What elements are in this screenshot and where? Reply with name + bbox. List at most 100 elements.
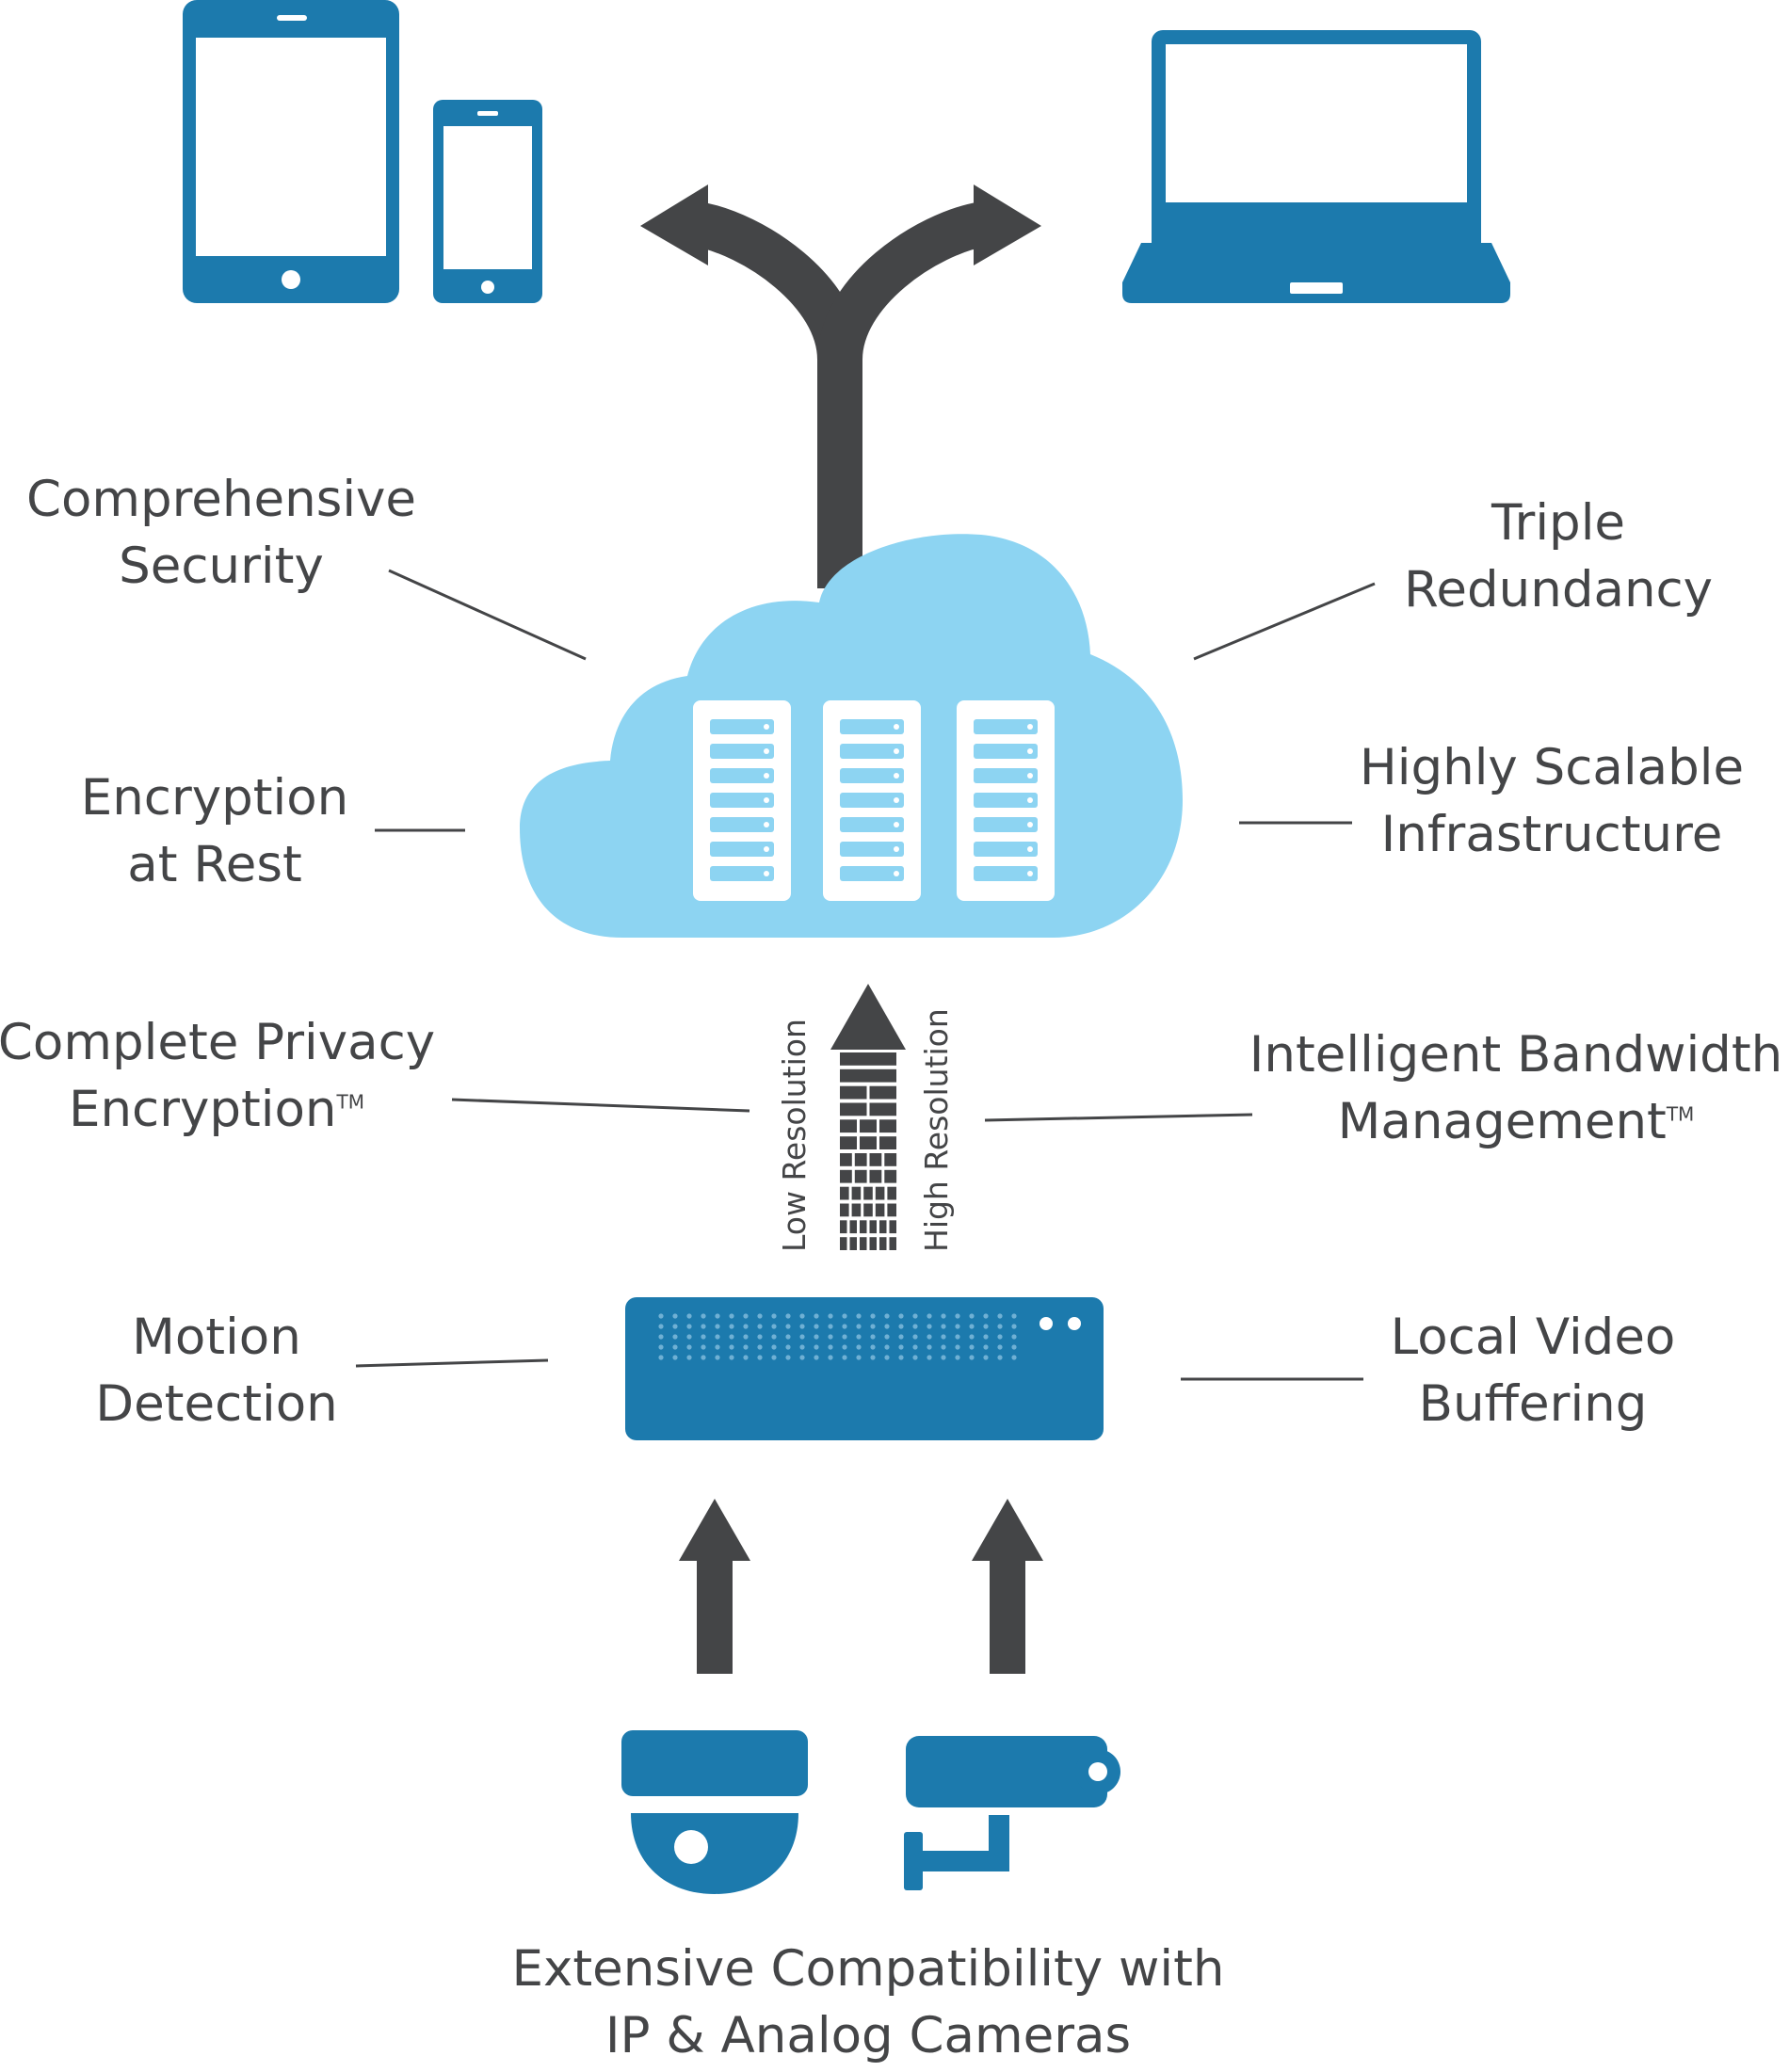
vent-dot: [941, 1324, 946, 1329]
vent-dot: [715, 1324, 720, 1329]
vent-dot: [969, 1344, 975, 1350]
stream-bar: [840, 1119, 857, 1133]
vent-dot: [842, 1355, 847, 1360]
vent-dot: [658, 1313, 664, 1319]
vent-dot: [701, 1344, 706, 1350]
vent-dot: [814, 1334, 819, 1340]
vent-dot: [658, 1334, 664, 1340]
stream-bar: [887, 1186, 896, 1200]
vent-dot: [969, 1334, 975, 1340]
vent-dot: [701, 1355, 706, 1360]
stream-bar: [840, 1203, 849, 1217]
vent-dot: [969, 1324, 975, 1329]
vent-dot: [672, 1313, 678, 1319]
vent-dot: [828, 1355, 833, 1360]
vent-dot: [898, 1334, 904, 1340]
stream-bar: [875, 1186, 885, 1200]
vent-dot: [997, 1313, 1003, 1319]
vent-dot: [983, 1355, 989, 1360]
vent-dot: [686, 1324, 692, 1329]
stream-bar: [879, 1136, 896, 1149]
vent-dot: [757, 1355, 763, 1360]
recorder-icon: [625, 1297, 1104, 1440]
vent-dot: [771, 1355, 777, 1360]
up-arrow-icon: [679, 1499, 750, 1674]
vent-dot: [729, 1324, 734, 1329]
vent-dot: [870, 1355, 876, 1360]
vent-dot: [870, 1324, 876, 1329]
local-video-buffering-label: Local Video Buffering: [1390, 1309, 1676, 1433]
vent-dot: [983, 1324, 989, 1329]
vent-dot: [686, 1313, 692, 1319]
vent-dot: [884, 1344, 890, 1350]
vent-dot: [997, 1334, 1003, 1340]
vent-dot: [729, 1334, 734, 1340]
vent-dot: [672, 1324, 678, 1329]
vent-dot: [743, 1313, 749, 1319]
vent-dot: [743, 1334, 749, 1340]
vent-dot: [1011, 1313, 1017, 1319]
vent-dot: [870, 1344, 876, 1350]
vent-dot: [686, 1355, 692, 1360]
leader-lines: [355, 569, 1376, 1381]
stream-bar: [875, 1203, 885, 1217]
stream-bar: [840, 1220, 847, 1234]
vent-dot: [997, 1355, 1003, 1360]
stream-bar: [851, 1186, 862, 1200]
stream-bar: [879, 1220, 887, 1234]
extensive-compatibility-label: Extensive Compatibility with IP & Analog…: [511, 1940, 1225, 2064]
vent-dot: [672, 1355, 678, 1360]
server-icon: [957, 700, 1055, 901]
comprehensive-security-label: Comprehensive Security: [25, 471, 417, 595]
triple-redundancy-label: Triple Redundancy: [1403, 494, 1714, 618]
stream-bar: [869, 1169, 882, 1183]
vent-dot: [686, 1344, 692, 1350]
stream-bar: [849, 1220, 857, 1234]
vent-dot: [927, 1355, 932, 1360]
vent-dot: [884, 1334, 890, 1340]
vent-dot: [898, 1344, 904, 1350]
vent-dot: [884, 1324, 890, 1329]
vent-dot: [955, 1324, 960, 1329]
vent-dot: [842, 1344, 847, 1350]
stream-bar: [863, 1186, 873, 1200]
vent-dot: [729, 1344, 734, 1350]
vent-dot: [785, 1313, 791, 1319]
vent-dot: [785, 1355, 791, 1360]
vent-dot: [969, 1313, 975, 1319]
vent-dot: [912, 1344, 918, 1350]
vent-dot: [743, 1324, 749, 1329]
vent-dot: [983, 1313, 989, 1319]
vent-dot: [799, 1324, 805, 1329]
stream-bar: [840, 1102, 867, 1116]
vent-dot: [898, 1355, 904, 1360]
stream-bar: [854, 1153, 867, 1166]
vent-dot: [828, 1324, 833, 1329]
vent-dot: [814, 1355, 819, 1360]
vent-dot: [912, 1334, 918, 1340]
vent-dot: [771, 1313, 777, 1319]
server-icon: [693, 700, 791, 901]
vent-dot: [757, 1324, 763, 1329]
stream-bar: [863, 1203, 873, 1217]
stream-bar: [884, 1153, 897, 1166]
phone-icon: [433, 100, 542, 303]
encryption-at-rest-label: Encryption at Rest: [80, 769, 349, 893]
stream-bar: [860, 1119, 877, 1133]
vent-dot: [941, 1334, 946, 1340]
vent-dot: [658, 1344, 664, 1350]
stream-bar: [860, 1237, 867, 1250]
vent-dot: [771, 1324, 777, 1329]
vent-dot: [1011, 1334, 1017, 1340]
stream-bar: [840, 1153, 852, 1166]
vent-dot: [856, 1313, 862, 1319]
stream-bar: [887, 1203, 896, 1217]
vent-dot: [983, 1334, 989, 1340]
intelligent-bandwidth-label: Intelligent Bandwidth ManagementTM: [1249, 1026, 1783, 1150]
vent-dot: [785, 1334, 791, 1340]
vent-dot: [686, 1334, 692, 1340]
stream-bar: [840, 1136, 857, 1149]
vent-dot: [658, 1324, 664, 1329]
vent-dot: [729, 1355, 734, 1360]
stream-bar: [860, 1136, 877, 1149]
